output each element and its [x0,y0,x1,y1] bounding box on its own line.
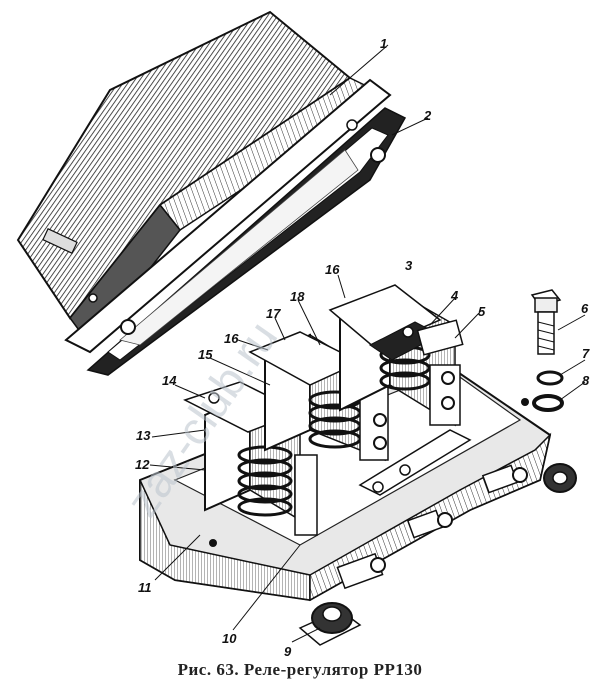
callout-7: 7 [582,346,590,361]
callout-12: 12 [135,457,150,472]
coil-left [237,445,293,517]
lock-washer [536,370,564,386]
callout-16-top: 16 [325,262,340,277]
callout-10: 10 [222,631,237,646]
flat-washer [532,394,564,412]
callout-15: 15 [198,347,213,362]
callout-6: 6 [581,301,589,316]
callout-9: 9 [284,644,292,659]
callout-4: 4 [450,288,459,303]
callout-16-left: 16 [224,331,239,346]
callout-numbers: 1 2 3 4 5 6 7 8 9 10 11 12 13 14 15 16 1… [135,36,590,659]
terminals [298,463,577,646]
relay-unit-right [328,284,464,427]
figure-caption: Рис. 63. Реле-регулятор РР130 [177,660,423,679]
callout-5: 5 [478,304,486,319]
callout-17: 17 [266,306,281,321]
leader-lines [149,44,586,643]
callout-14: 14 [162,373,177,388]
callout-8: 8 [582,373,590,388]
callout-1: 1 [380,36,387,51]
gasket [86,107,407,376]
bus-plate [358,429,472,496]
callout-2: 2 [423,108,432,123]
callout-11: 11 [138,580,152,595]
callout-13: 13 [136,428,151,443]
cover [16,10,392,354]
bolt [530,289,562,355]
callout-18: 18 [290,289,305,304]
callout-3: 3 [405,258,413,273]
